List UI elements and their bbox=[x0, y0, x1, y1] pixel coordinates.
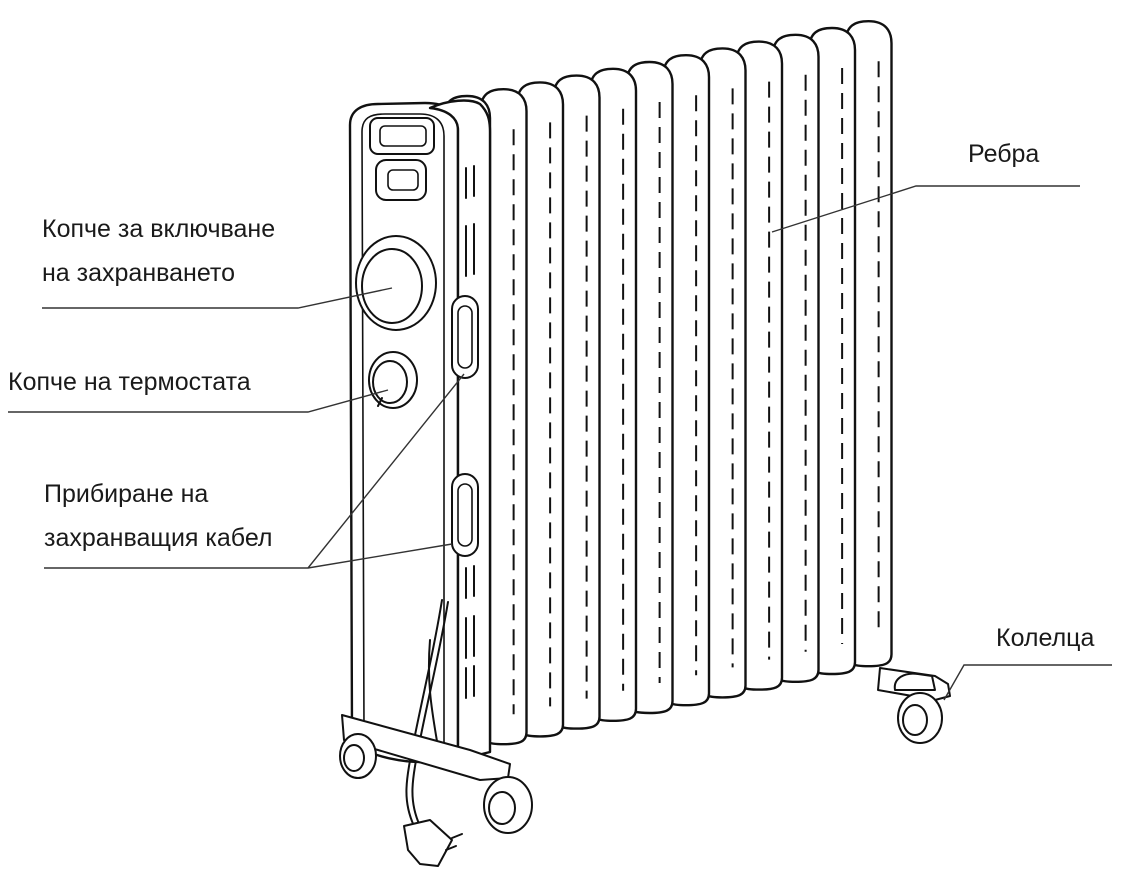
thermostat-knob bbox=[368, 351, 418, 409]
wheel-front-right bbox=[483, 776, 533, 834]
leader-thermostat bbox=[8, 389, 389, 413]
label-power-knob-line2: на захранването bbox=[42, 259, 235, 287]
label-power-knob-line1: Копче за включване bbox=[42, 215, 276, 243]
leader-lines bbox=[8, 185, 1112, 701]
leader-power-knob bbox=[42, 287, 393, 309]
label-cord-storage-line2: захранващия кабел bbox=[44, 524, 273, 552]
label-wheels: Колелца bbox=[996, 624, 1095, 652]
label-fins: Ребра bbox=[968, 140, 1040, 168]
leader-wheels bbox=[943, 664, 1112, 701]
power-plug bbox=[403, 819, 463, 867]
wheel-back-right bbox=[897, 692, 943, 744]
leader-fins bbox=[771, 185, 1080, 233]
label-cord-storage-line1: Прибиране на bbox=[44, 480, 209, 508]
label-thermostat-knob: Копче на термостата bbox=[8, 368, 251, 396]
right-foot bbox=[877, 667, 951, 701]
power-knob bbox=[355, 235, 437, 331]
radiator-fins bbox=[442, 20, 893, 754]
wheel-front-left bbox=[339, 733, 377, 779]
control-panel bbox=[348, 99, 492, 764]
leader-cord-storage bbox=[44, 373, 465, 569]
